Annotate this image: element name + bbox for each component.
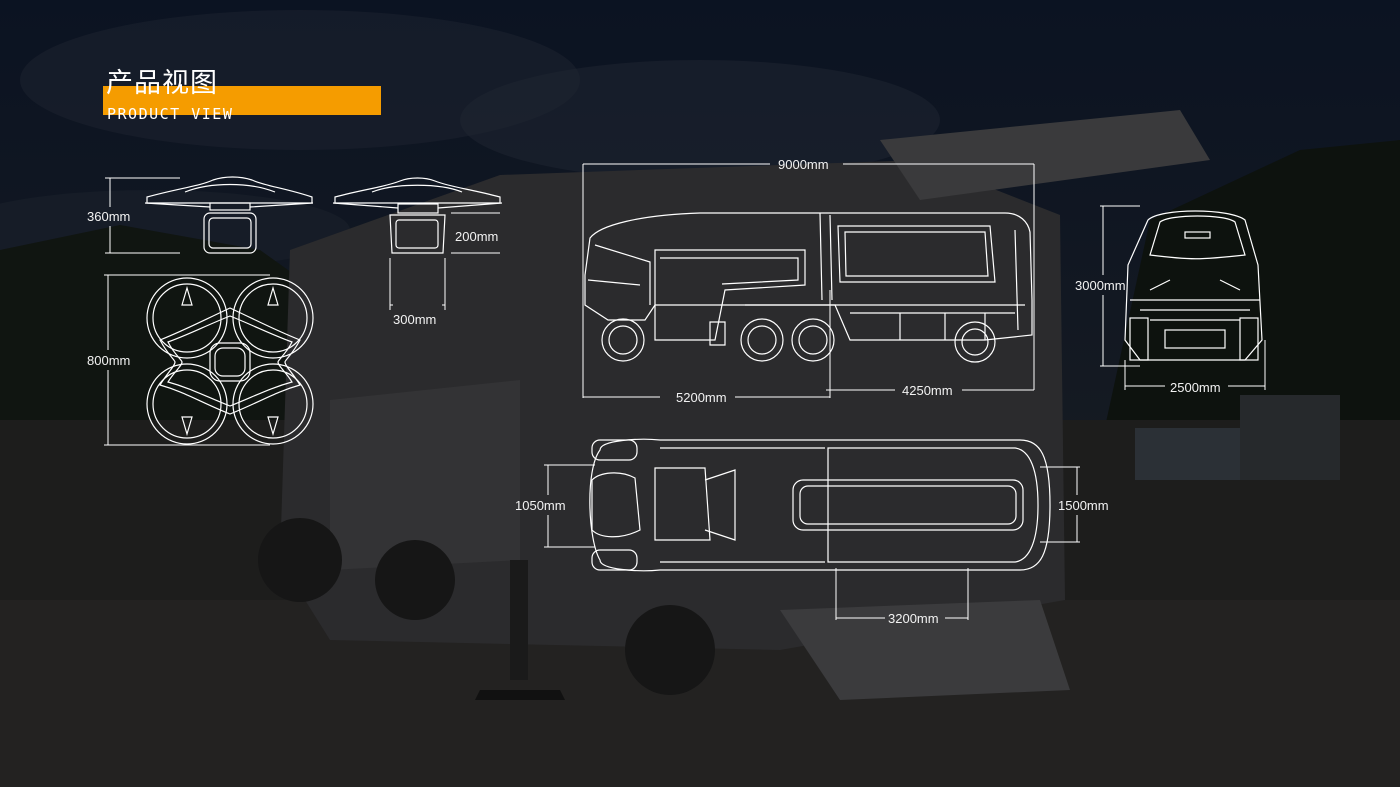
vehicle-roof-length-label: 3200mm [888,611,939,626]
vehicle-top-view [589,438,1051,572]
drone-height-label: 360mm [87,209,131,224]
drone-width-label: 800mm [87,353,131,368]
vehicle-front-view [1124,210,1263,361]
drone-body-height-label: 200mm [455,229,499,244]
vehicle-height-label: 3000mm [1075,278,1126,293]
vehicle-roof-width-label: 1500mm [1058,498,1109,513]
title-accent-bar [103,86,381,115]
vehicle-cab-length-label: 5200mm [676,390,727,405]
vehicle-side-view [584,212,1033,363]
drone-side-view [332,177,503,254]
vehicle-nose-width-label: 1050mm [515,498,566,513]
drone-dimension-lines [104,177,500,446]
drone-body-width-label: 300mm [393,312,437,327]
vehicle-dimension-lines [544,163,1266,620]
page-subtitle: PRODUCT VIEW [107,105,234,123]
vehicle-width-label: 2500mm [1170,380,1221,395]
vehicle-box-length-label: 4250mm [902,383,953,398]
drone-front-view [144,176,314,254]
vehicle-length-label: 9000mm [778,157,829,172]
drone-top-view [146,277,314,445]
page-title: 产品视图 [106,68,218,99]
